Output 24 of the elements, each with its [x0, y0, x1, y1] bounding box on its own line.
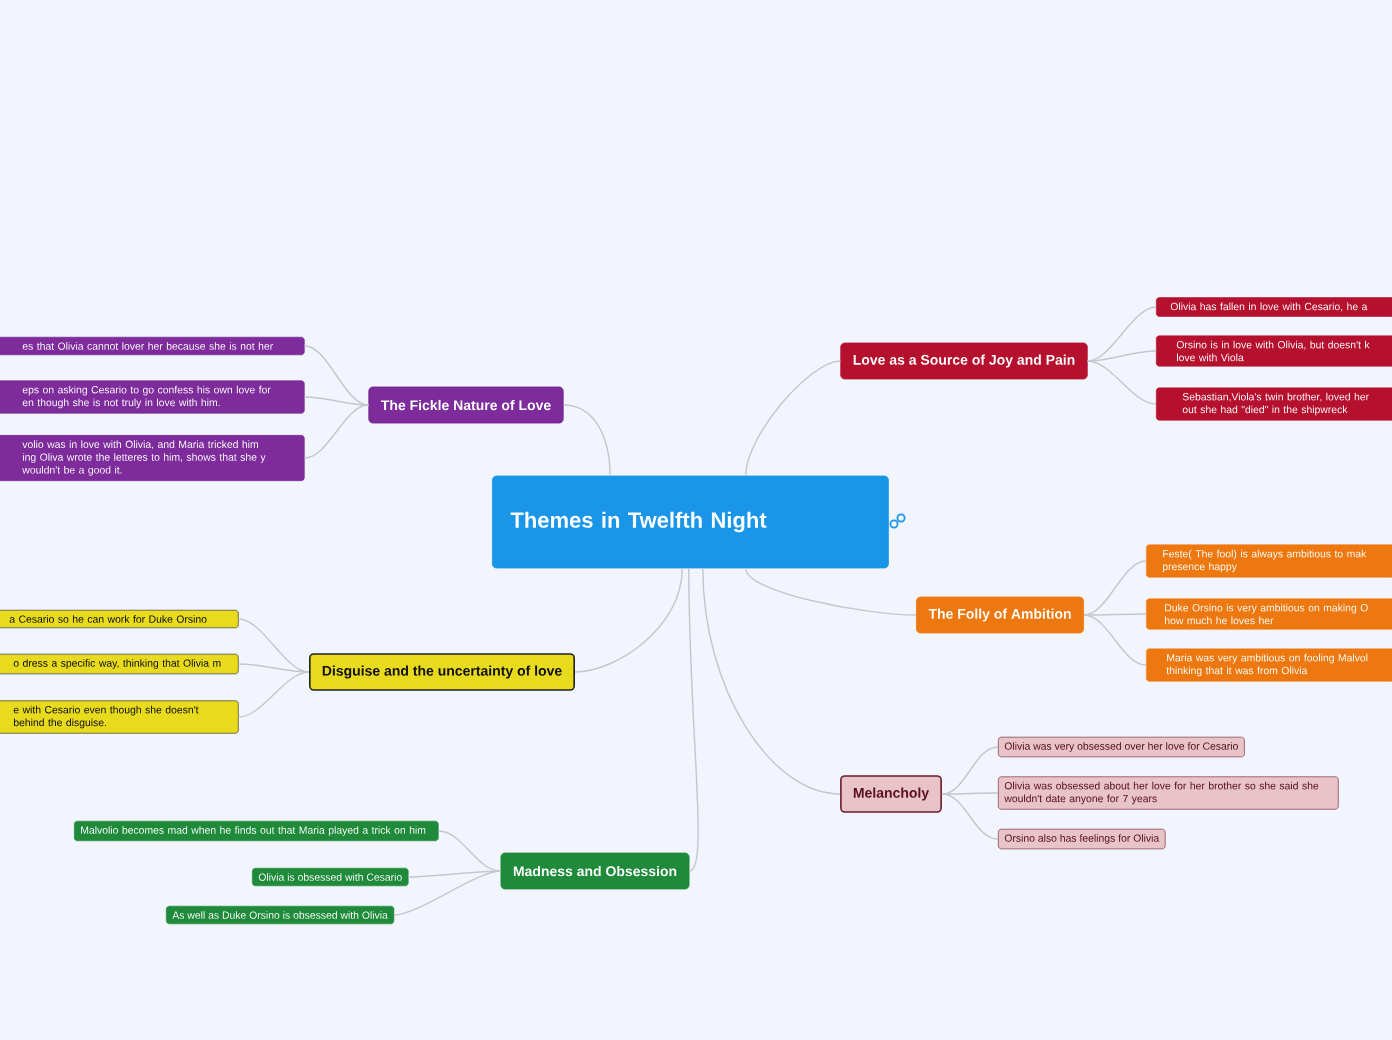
connector-line — [303, 396, 370, 406]
connector-line — [237, 663, 310, 673]
central-topic-box: Themes in Twelfth Night — [492, 475, 889, 569]
connector-line — [407, 870, 502, 878]
connector-line — [688, 567, 699, 872]
connector-line — [941, 792, 999, 795]
connector-line — [1086, 306, 1157, 362]
connector-line — [745, 567, 917, 616]
connector-line — [941, 746, 999, 795]
connector-line — [1083, 560, 1147, 616]
connector-line — [1083, 614, 1147, 666]
connector-line — [237, 618, 310, 673]
connector-line — [702, 567, 841, 795]
connector-line — [745, 360, 842, 477]
connector-line — [562, 404, 611, 477]
connector-line — [303, 404, 370, 459]
connector-line — [941, 793, 999, 840]
connector-line — [574, 567, 683, 673]
connector-line — [1086, 360, 1157, 405]
connector-line — [237, 671, 310, 718]
connector-line — [303, 345, 370, 406]
connector-line — [393, 870, 502, 916]
connector-line — [1083, 613, 1147, 616]
connector-line — [1086, 350, 1157, 362]
